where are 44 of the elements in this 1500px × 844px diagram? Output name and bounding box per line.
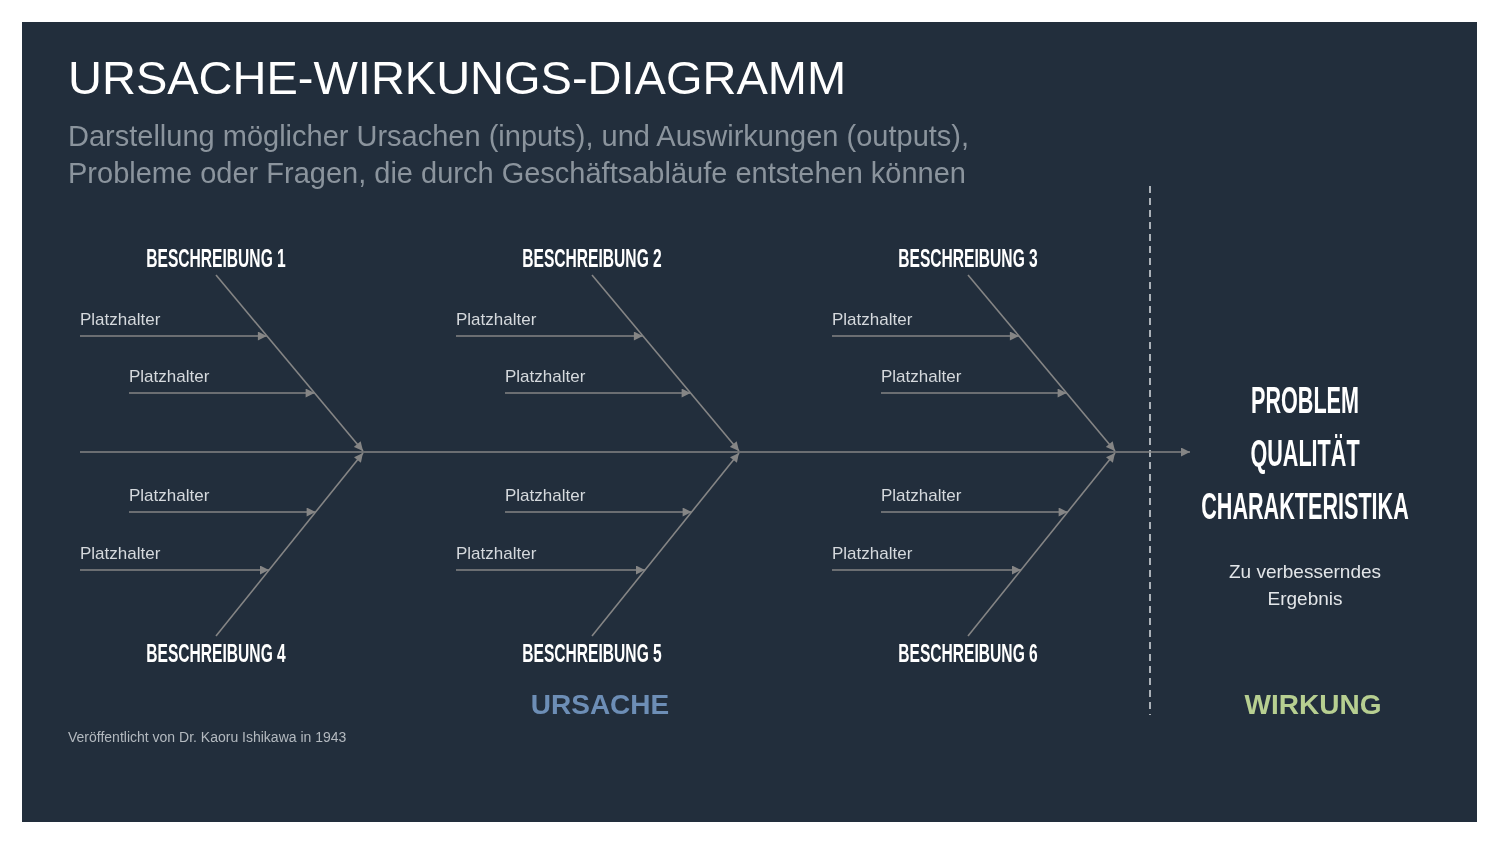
cause-label: Platzhalter bbox=[505, 485, 586, 512]
category-heading: BESCHREIBUNG 3 bbox=[898, 241, 1038, 275]
cause-label: Platzhalter bbox=[881, 485, 962, 512]
cause-label: Platzhalter bbox=[456, 543, 537, 570]
subtitle: Darstellung möglicher Ursachen (inputs), und Auswirkungen (outputs), Probleme oder Fragen, die durch Geschäftsabläufe entstehen können bbox=[68, 119, 971, 191]
cause-label: Platzhalter bbox=[881, 366, 962, 393]
cause-label: Platzhalter bbox=[832, 543, 913, 570]
cause-label: Platzhalter bbox=[129, 366, 210, 393]
arrow bbox=[591, 452, 740, 637]
title: URSACHE-WIRKUNGS-DIAGRAMM bbox=[68, 50, 847, 106]
category-heading: BESCHREIBUNG 2 bbox=[522, 241, 662, 275]
cause-label: Platzhalter bbox=[80, 543, 161, 570]
category-heading: BESCHREIBUNG 1 bbox=[146, 241, 286, 275]
arrow bbox=[880, 388, 1068, 398]
arrow bbox=[880, 507, 1069, 517]
arrow bbox=[967, 274, 1116, 452]
footnote: Veröffentlicht von Dr. Kaoru Ishikawa in 1943 bbox=[68, 728, 347, 746]
arrow bbox=[215, 274, 364, 452]
arrow bbox=[455, 565, 646, 575]
section-label: URSACHE bbox=[530, 688, 670, 722]
category-heading: BESCHREIBUNG 5 bbox=[522, 636, 662, 670]
arrow bbox=[504, 507, 693, 517]
cause-label: Platzhalter bbox=[505, 366, 586, 393]
arrow bbox=[215, 452, 364, 637]
arrow bbox=[128, 507, 317, 517]
arrow bbox=[504, 388, 692, 398]
arrow bbox=[831, 565, 1022, 575]
category-heading: BESCHREIBUNG 4 bbox=[146, 636, 286, 670]
cause-label: Platzhalter bbox=[456, 309, 537, 336]
arrow bbox=[79, 447, 1191, 457]
arrow bbox=[967, 452, 1116, 637]
effect-heading: PROBLEM QUALITÄT CHARAKTERISTIKA bbox=[1201, 379, 1409, 529]
cause-label: Platzhalter bbox=[129, 485, 210, 512]
cause-label: Platzhalter bbox=[832, 309, 913, 336]
arrow bbox=[128, 388, 316, 398]
arrow bbox=[591, 274, 740, 452]
arrow bbox=[455, 331, 644, 341]
category-heading: BESCHREIBUNG 6 bbox=[898, 636, 1038, 670]
arrow bbox=[79, 565, 270, 575]
arrow bbox=[831, 331, 1020, 341]
section-label: WIRKUNG bbox=[1244, 688, 1382, 722]
effect-description: Zu verbesserndes Ergebnis bbox=[1227, 560, 1383, 611]
arrow bbox=[79, 331, 268, 341]
cause-label: Platzhalter bbox=[80, 309, 161, 336]
